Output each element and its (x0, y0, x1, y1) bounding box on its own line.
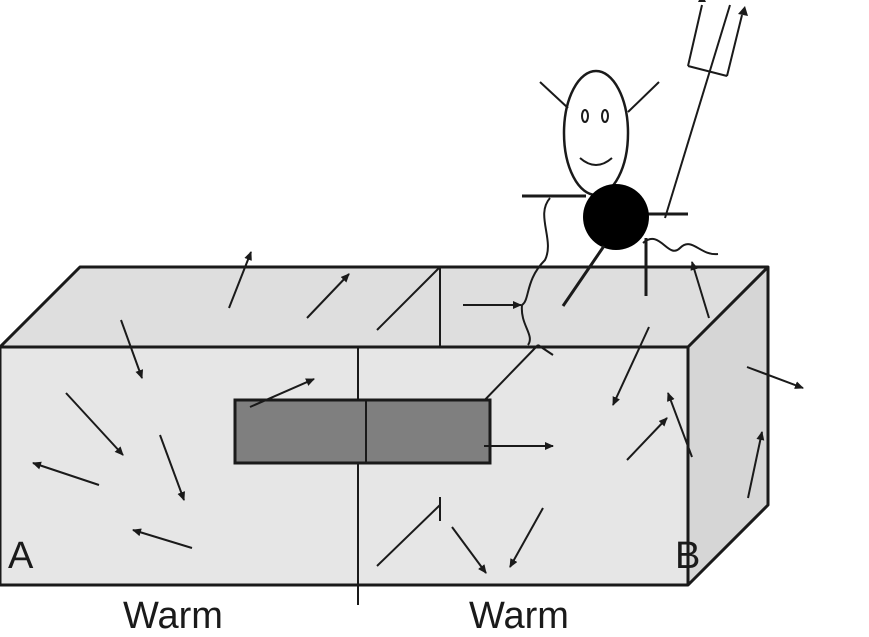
molecule-arrow (32, 461, 100, 486)
molecule-arrow (451, 526, 487, 574)
box-top-face (0, 267, 768, 347)
molecule-arrow (65, 392, 124, 456)
molecule-arrow (159, 434, 185, 501)
molecule-arrow (132, 528, 193, 549)
demon-figure (520, 0, 748, 346)
box-outline (0, 265, 770, 587)
pitchfork-shaft (664, 4, 731, 219)
left-half-label: Warm (123, 595, 223, 637)
molecule-arrows (32, 251, 804, 574)
molecule-arrow (667, 392, 693, 458)
molecule-arrow (626, 417, 668, 461)
box-front-face (0, 347, 688, 585)
molecule-arrow (746, 366, 804, 389)
demon-body (583, 184, 649, 250)
molecule-arrow (509, 507, 544, 568)
molecule-arrow (306, 273, 350, 319)
molecule-arrow (228, 251, 252, 309)
corner-b-label: B (675, 535, 700, 577)
demon-head (562, 69, 630, 197)
corner-a-label: A (8, 535, 34, 577)
molecule-arrow (120, 319, 144, 379)
box-side-face (688, 267, 768, 585)
molecule-arrow (747, 431, 765, 499)
molecule-arrow (690, 261, 710, 319)
molecule-arrow (249, 378, 315, 408)
molecule-arrow (612, 326, 650, 406)
right-half-label: Warm (469, 595, 569, 637)
partition-wall (357, 266, 554, 605)
pitchfork-head (687, 4, 743, 77)
trap-door (233, 398, 492, 465)
